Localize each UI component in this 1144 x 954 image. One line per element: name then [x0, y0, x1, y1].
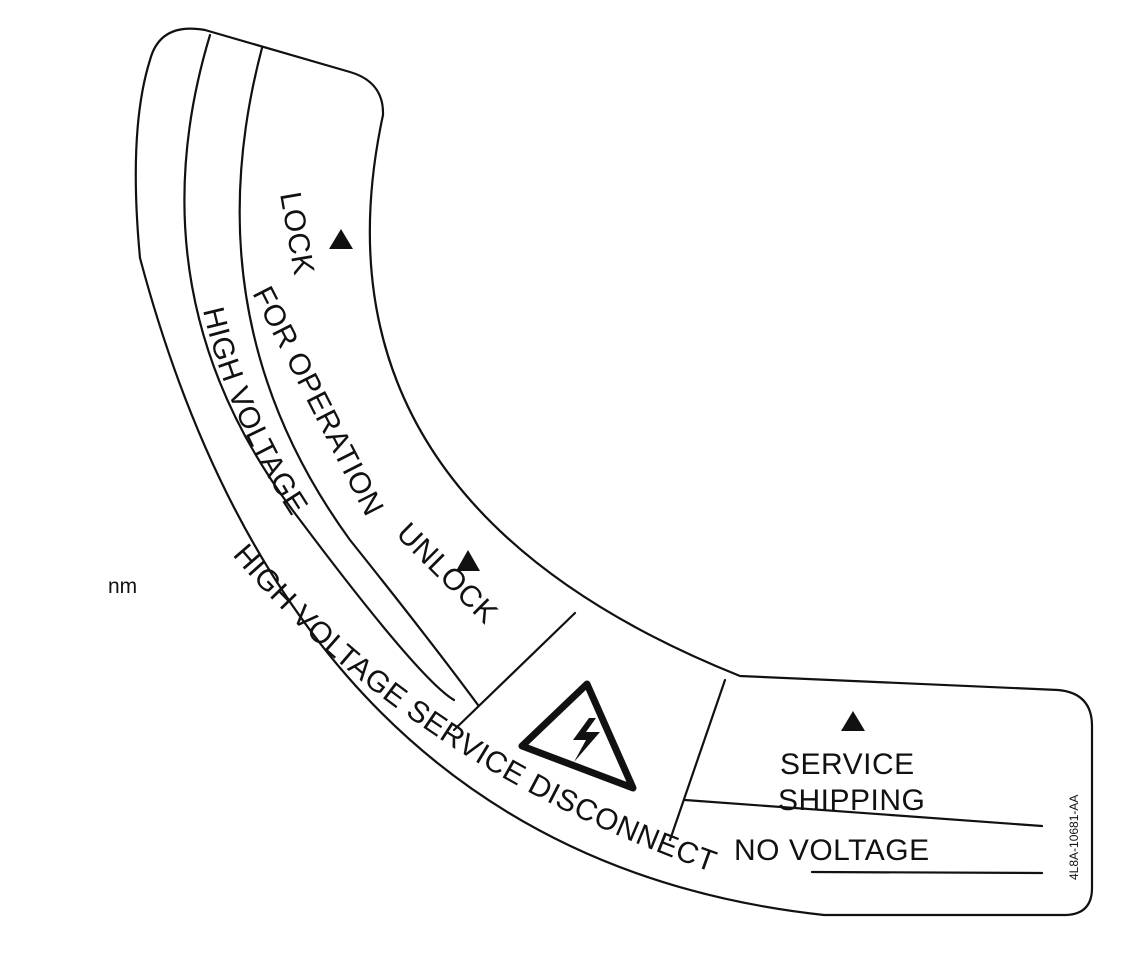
- high-voltage-warning-icon: [518, 680, 637, 792]
- band-divider-inner: [238, 46, 480, 707]
- part-number-label: 4L8A-10681-AA: [1067, 795, 1081, 880]
- band-divider-outer: [183, 33, 456, 702]
- lock-arrow-icon: [329, 229, 353, 249]
- no-voltage-label: NO VOLTAGE: [734, 834, 930, 867]
- service-label: SERVICE: [780, 748, 915, 781]
- label-outline: [134, 27, 1094, 917]
- unlock-arrow-icon: [456, 550, 480, 571]
- section-divider-warning: [668, 678, 727, 842]
- service-divider: [683, 798, 1044, 828]
- lock-label: LOCK: [273, 189, 320, 277]
- figure-label: nm: [108, 575, 137, 598]
- shipping-label: SHIPPING: [778, 784, 925, 817]
- section-divider-unlock: [452, 611, 577, 732]
- service-arrow-icon: [841, 711, 865, 731]
- no-voltage-divider: [810, 870, 1044, 875]
